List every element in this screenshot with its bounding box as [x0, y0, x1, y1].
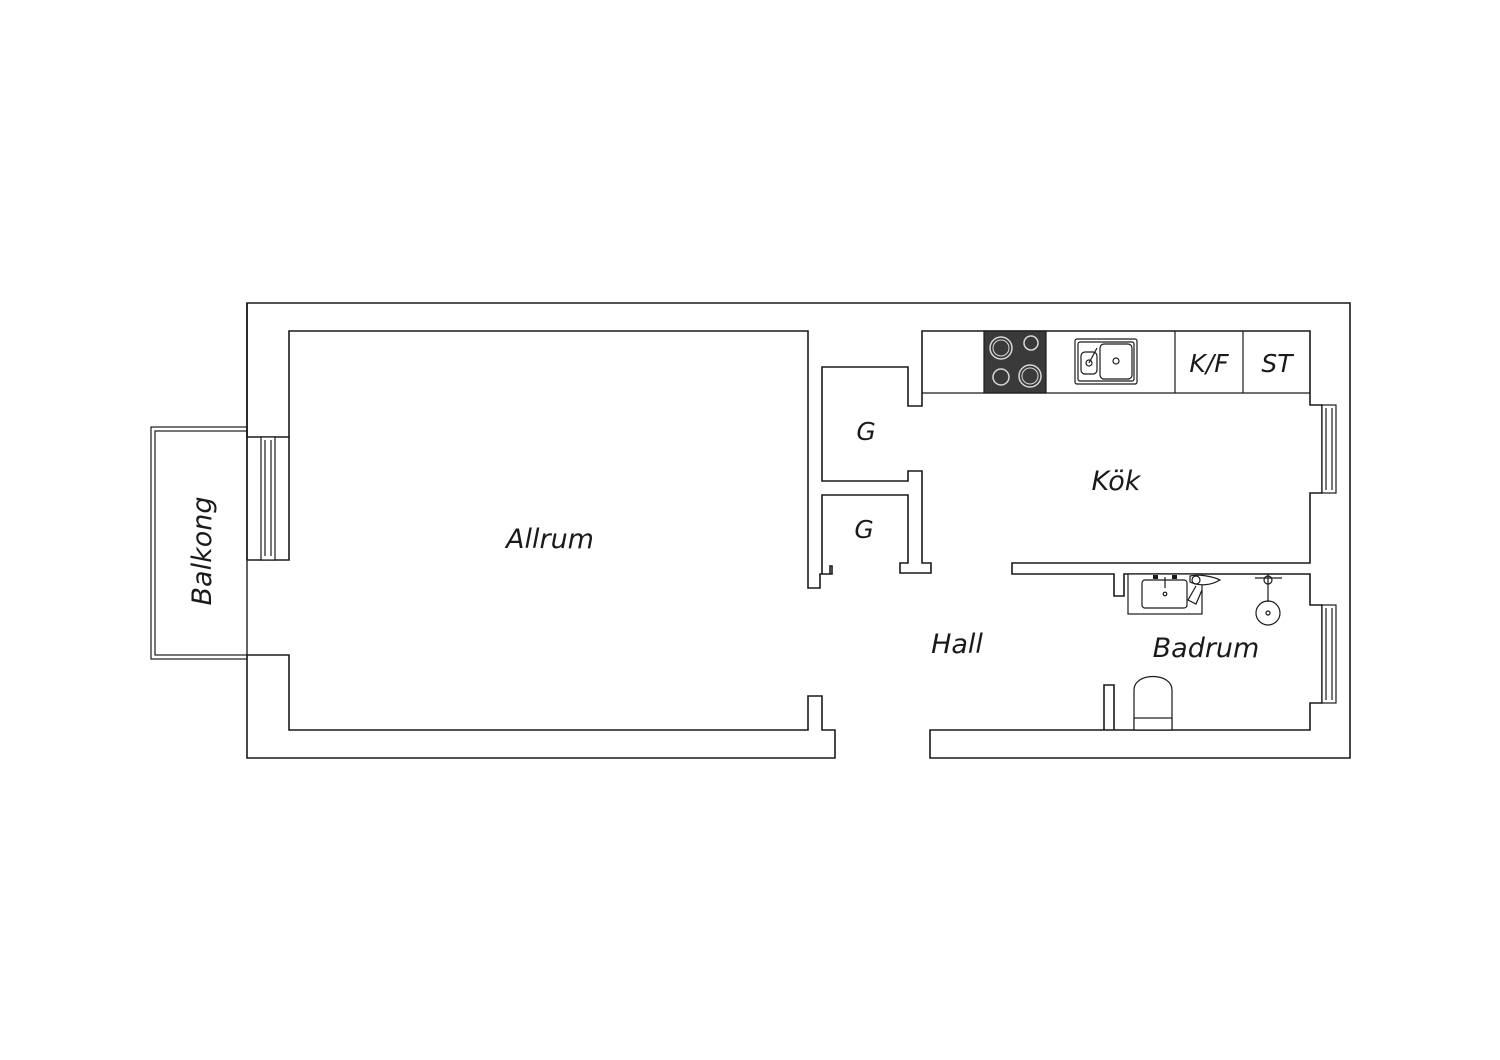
stove-icon: [983, 330, 1047, 394]
closet-label-bottom: G: [854, 515, 873, 544]
fridge-freezer-label: K/F: [1189, 349, 1229, 378]
room-label-kok: Kök: [1092, 466, 1142, 497]
shower-icon: [1255, 574, 1282, 626]
kitchen-sink-icon: [1074, 338, 1138, 385]
window-allrum: [260, 436, 276, 561]
outer-walls: [246, 302, 1351, 759]
balcony: [150, 426, 248, 660]
shower-mixer-icon: [1187, 574, 1222, 605]
room-label-balkong: Balkong: [187, 497, 218, 606]
toilet-icon: [1133, 676, 1173, 731]
window-badrum: [1321, 604, 1337, 704]
cabinet-label: ST: [1261, 349, 1294, 378]
room-label-badrum: Badrum: [1153, 633, 1260, 664]
closet-label-top: G: [856, 417, 875, 446]
room-label-allrum: Allrum: [504, 524, 594, 555]
room-label-hall: Hall: [931, 629, 983, 660]
window-kok: [1321, 404, 1337, 494]
